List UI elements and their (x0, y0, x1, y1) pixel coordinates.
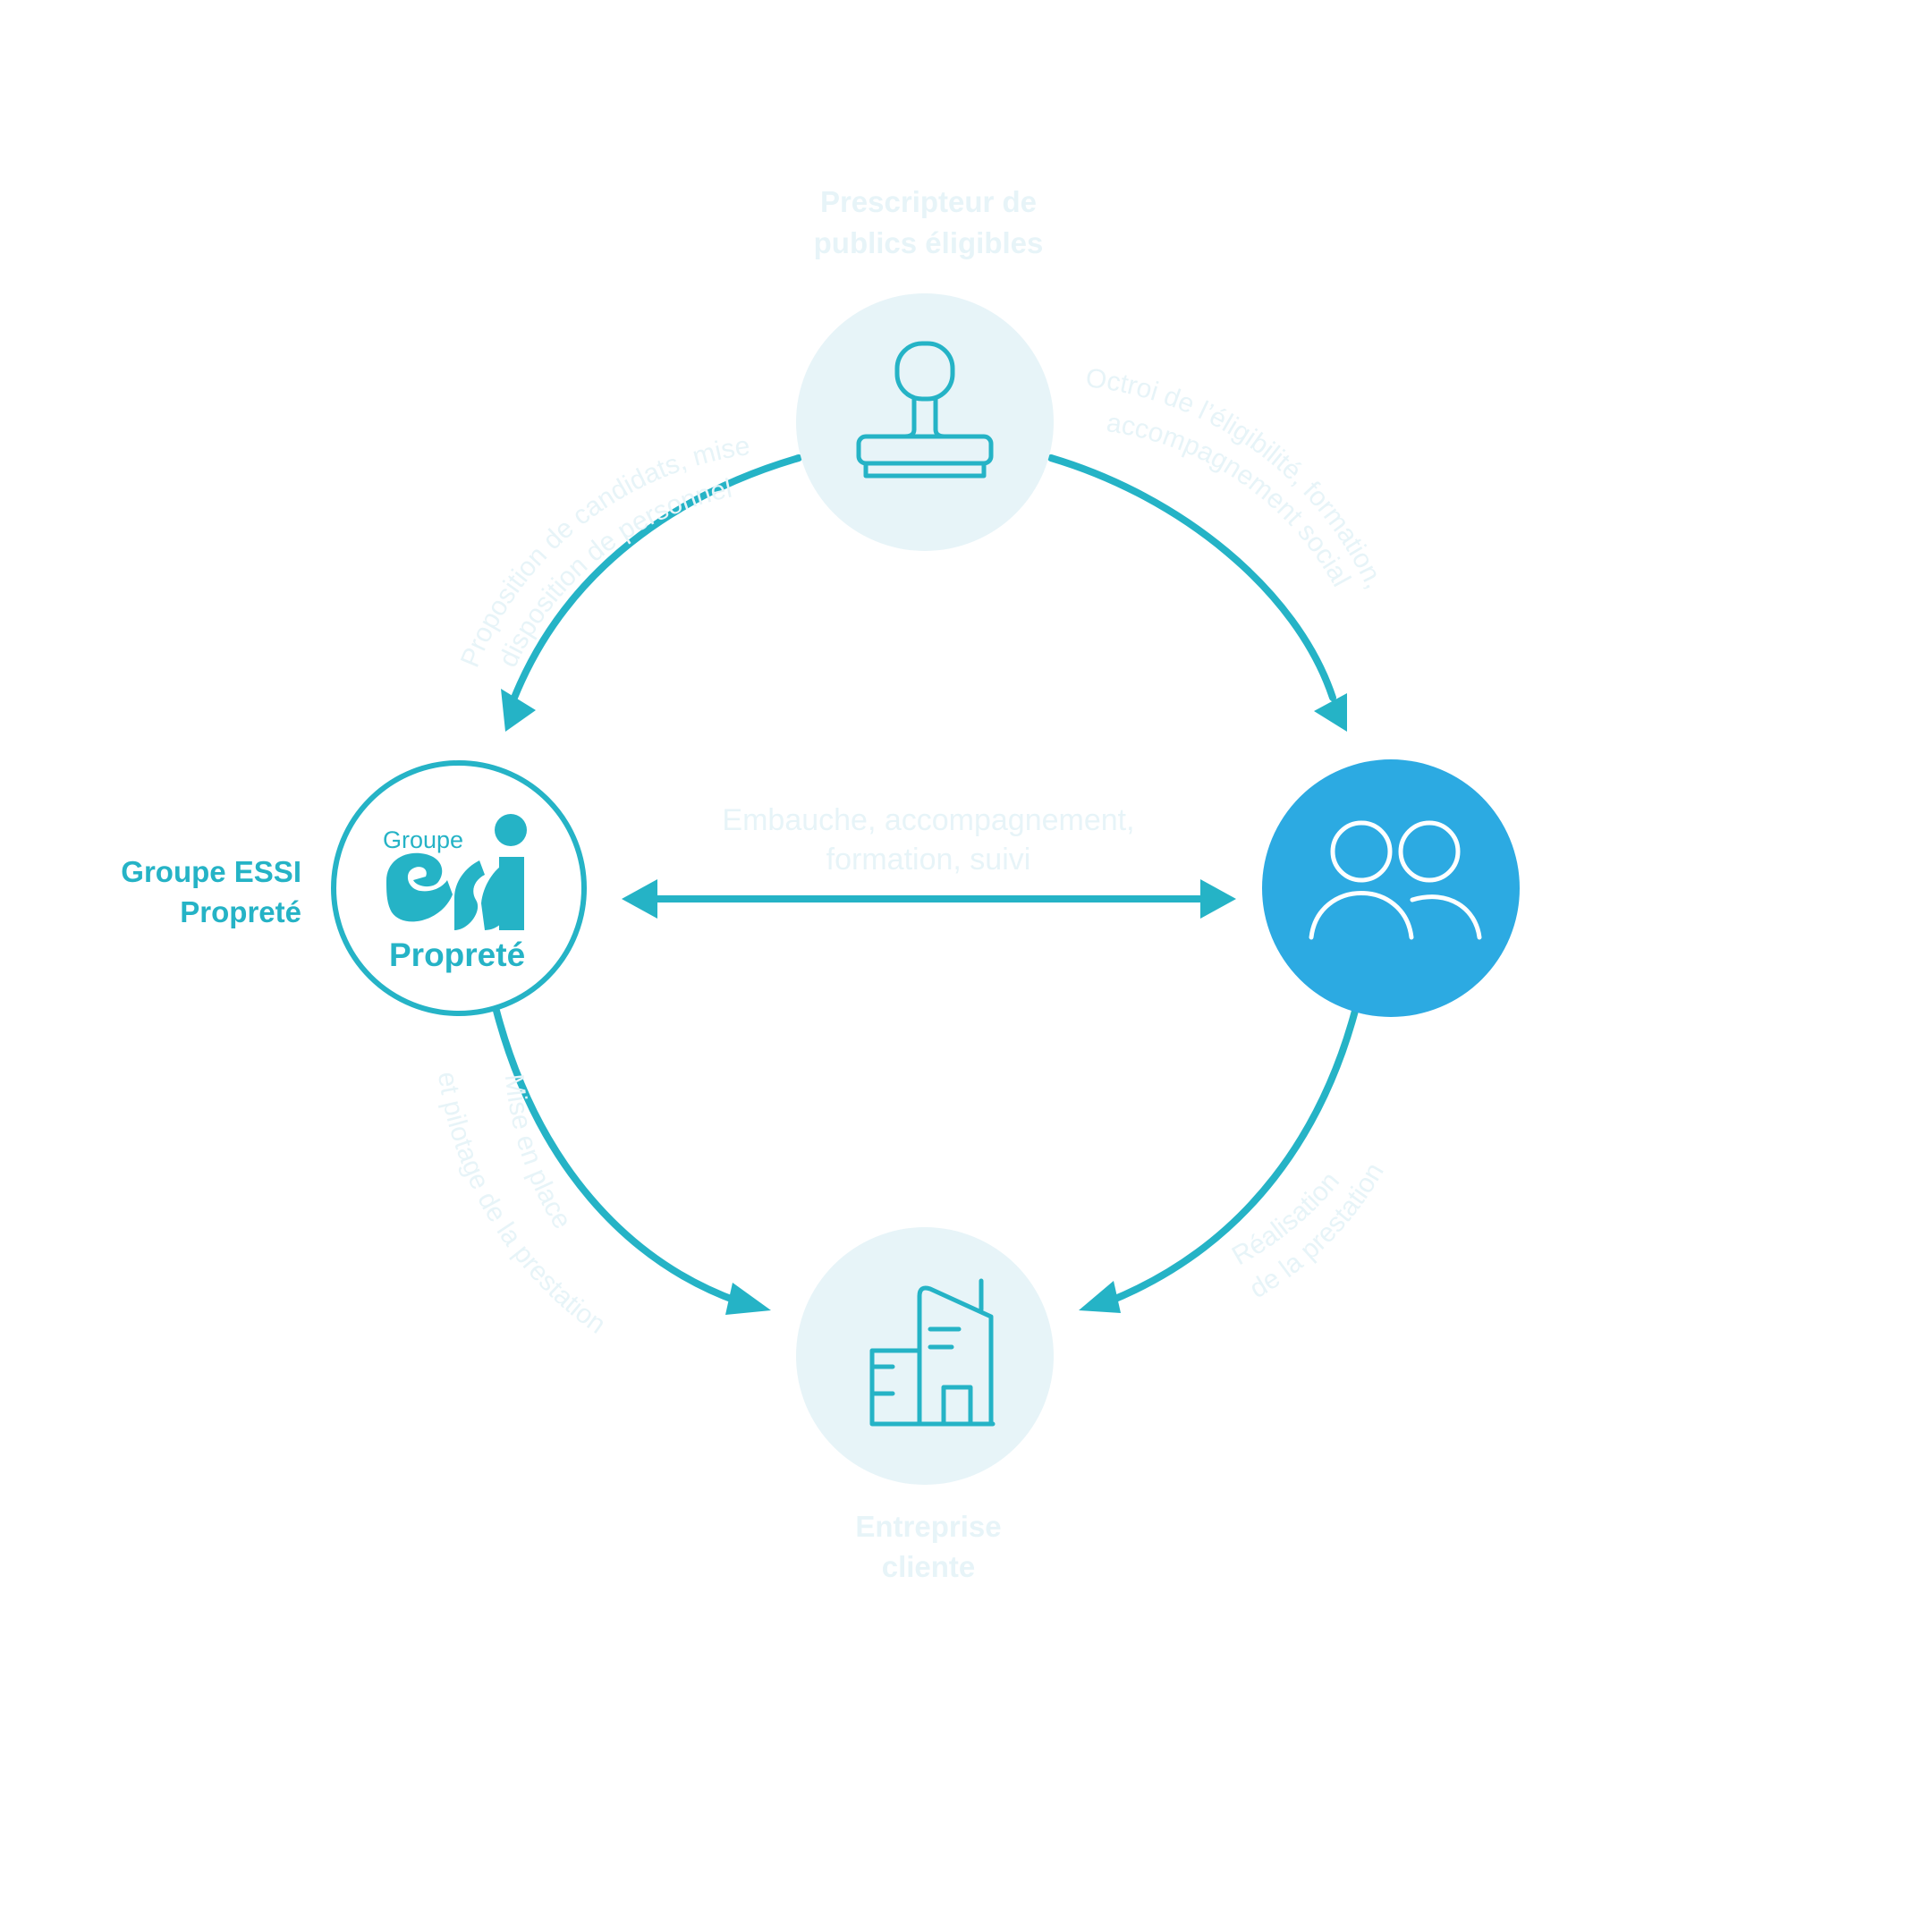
node-employees (1262, 759, 1520, 1017)
arrow-prescriber-to-employees-head (1314, 693, 1347, 732)
essi-title-line1: Groupe ESSI (121, 855, 301, 888)
client-title-line1: Entreprise (855, 1510, 1001, 1543)
arrow-prescriber-to-employees (1047, 454, 1336, 701)
prescriber-circle (796, 293, 1054, 551)
node-client: Entreprise cliente (796, 1227, 1054, 1583)
stamp-icon (856, 341, 994, 479)
building-icon (869, 1278, 996, 1427)
essi-logo-letters (386, 852, 512, 930)
flow-label-prescriber-essi: Proposition de candidats, mise à (0, 0, 752, 672)
arrow-prescriber-to-essi (511, 454, 802, 701)
essi-logo-bottom-text: Propreté (389, 936, 525, 973)
arrow-essi-to-client (493, 1007, 741, 1305)
arrow-prescriber-to-essi-head (501, 689, 536, 732)
prescriber-title-line1: Prescripteur de (820, 185, 1037, 218)
arrow-essi-to-client-head (725, 1283, 771, 1315)
essi-logo-i-stem (499, 857, 524, 930)
arrow-essi-employees-right-head (1200, 879, 1236, 919)
node-essi: Groupe Propreté Groupe ESSI Propreté (121, 760, 587, 1016)
essi-logo-top-text: Groupe (383, 826, 463, 853)
arrow-employees-to-client-head (1079, 1281, 1121, 1313)
essi-title-line2: Propreté (180, 895, 301, 928)
employees-circle (1262, 759, 1520, 1017)
arrow-employees-to-client (1106, 1007, 1359, 1305)
node-prescriber: Prescripteur de publics éligibles (796, 185, 1054, 551)
client-circle (796, 1227, 1054, 1485)
essi-logo-dot (495, 814, 527, 846)
client-title-line2: cliente (882, 1550, 976, 1583)
prescriber-title-line2: publics éligibles (814, 226, 1044, 259)
flow-label-essi-employees: Embauche, accompagnement, (722, 803, 1134, 837)
essi-logo: Groupe Propreté (383, 814, 527, 973)
people-icon (1309, 820, 1482, 940)
arrow-essi-employees-left-head (622, 879, 657, 919)
flow-label-essi-employees-2: formation, suivi (826, 843, 1031, 877)
flow-label-essi-client: Mise en place (499, 1072, 577, 1234)
